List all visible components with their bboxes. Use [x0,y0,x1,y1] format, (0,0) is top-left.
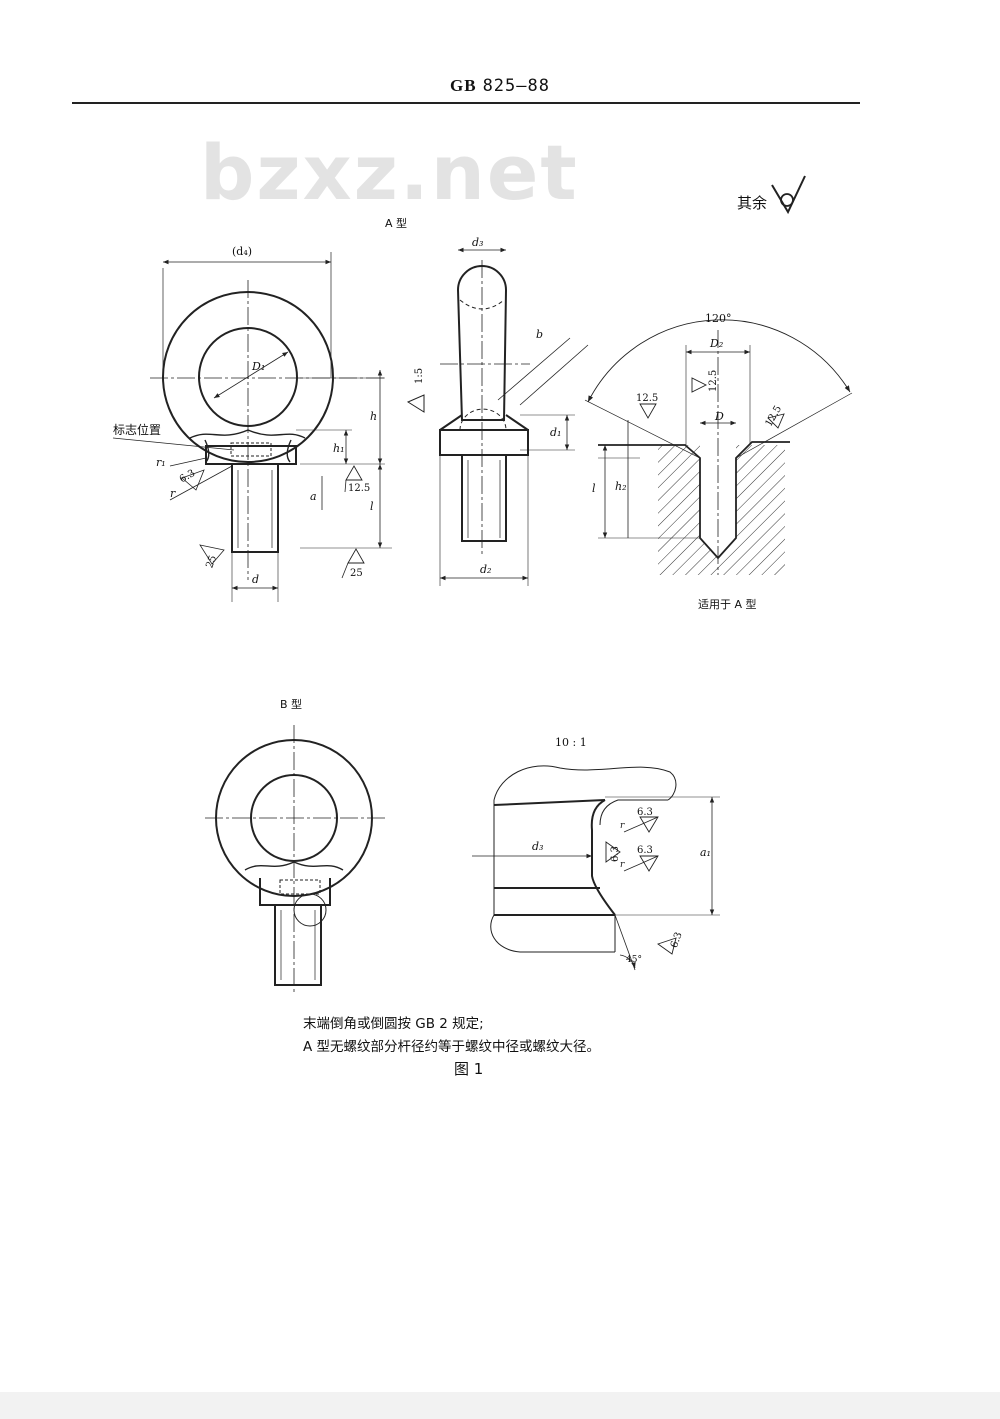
standard-code: GB [450,76,477,95]
rough-r-6-3: 6.3 [178,468,197,485]
dim-h: h [370,410,377,423]
detail-rough-1: 6.3 [610,846,621,862]
a-type-side-view: d₃ b d₁ 1:5 d₂ [406,236,589,586]
note-1: 末端倒角或倒圆按 GB 2 规定; [303,1016,484,1032]
dim-r1: r₁ [156,456,166,469]
standard-number: 825—88 [482,76,550,96]
dim-D1: D₁ [251,360,265,373]
b-type-view: B 型 [205,697,385,995]
b-type-label: B 型 [280,697,302,711]
hole-h2: h₂ [615,480,627,493]
mark-position-label: 标志位置 [113,422,161,437]
dim-l: l [370,500,374,513]
detail-rough-2: 6.3 [637,807,653,818]
tapped-hole-view: 120° D₂ D 12.5 12.5 12.5 l h₂ 适用于 A 型 [584,312,853,611]
figure-caption: 图 1 [454,1060,484,1078]
dim-d3: d₃ [472,236,483,249]
dim-d4: (d₄) [232,245,252,258]
detail-a1: a₁ [700,846,711,859]
detail-r-top: r [620,821,625,831]
rough-thread-end: 25 [350,568,363,579]
dim-d: d [252,573,259,586]
rough-end: 25 [204,554,219,570]
rough-shoulder: 12.5 [348,483,370,494]
roughness-remaining-symbol: 其余 [737,175,806,215]
dim-d2: d₂ [480,563,491,576]
dim-d1: d₁ [550,426,561,439]
detail-rough-3: 6.3 [637,845,653,856]
detail-scale: 10 : 1 [555,736,587,749]
hole-rough-vert: 12.5 [708,370,719,392]
note-2: A 型无螺纹部分杆径约等于螺纹中径或螺纹大径。 [303,1039,601,1055]
dim-a: a [310,490,317,503]
hole-rough-left: 12.5 [636,393,658,404]
detail-rough-4: 6.3 [669,931,685,950]
watermark: bzxz.net [200,128,579,217]
hole-l: l [592,482,596,495]
dim-b: b [536,328,543,341]
bottom-bar [0,1392,1000,1419]
taper-ratio: 1:5 [414,368,425,384]
hole-caption: 适用于 A 型 [698,597,757,611]
hole-D: D [714,410,724,423]
roughness-remaining-label: 其余 [737,194,767,212]
detail-d3: d₃ [532,840,543,853]
a-type-front-view: A 型 (d₄) D₁ h h₁ l [112,216,407,602]
dim-h1: h₁ [333,442,345,455]
hole-D2: D₂ [709,337,723,350]
page-header: GB 825—88 [0,76,1000,96]
hole-angle: 120° [705,312,732,325]
b-type-detail-view: 10 : 1 a₁ d₃ 6.3 6.3 r 6.3 r 6.3 45° [472,736,720,971]
hole-rough-right: 12.5 [764,404,785,429]
detail-r-bottom: r [620,860,625,870]
detail-angle: 45° [626,955,642,965]
header-rule [72,102,860,104]
dim-r: r [170,487,176,500]
a-type-label: A 型 [385,216,407,230]
